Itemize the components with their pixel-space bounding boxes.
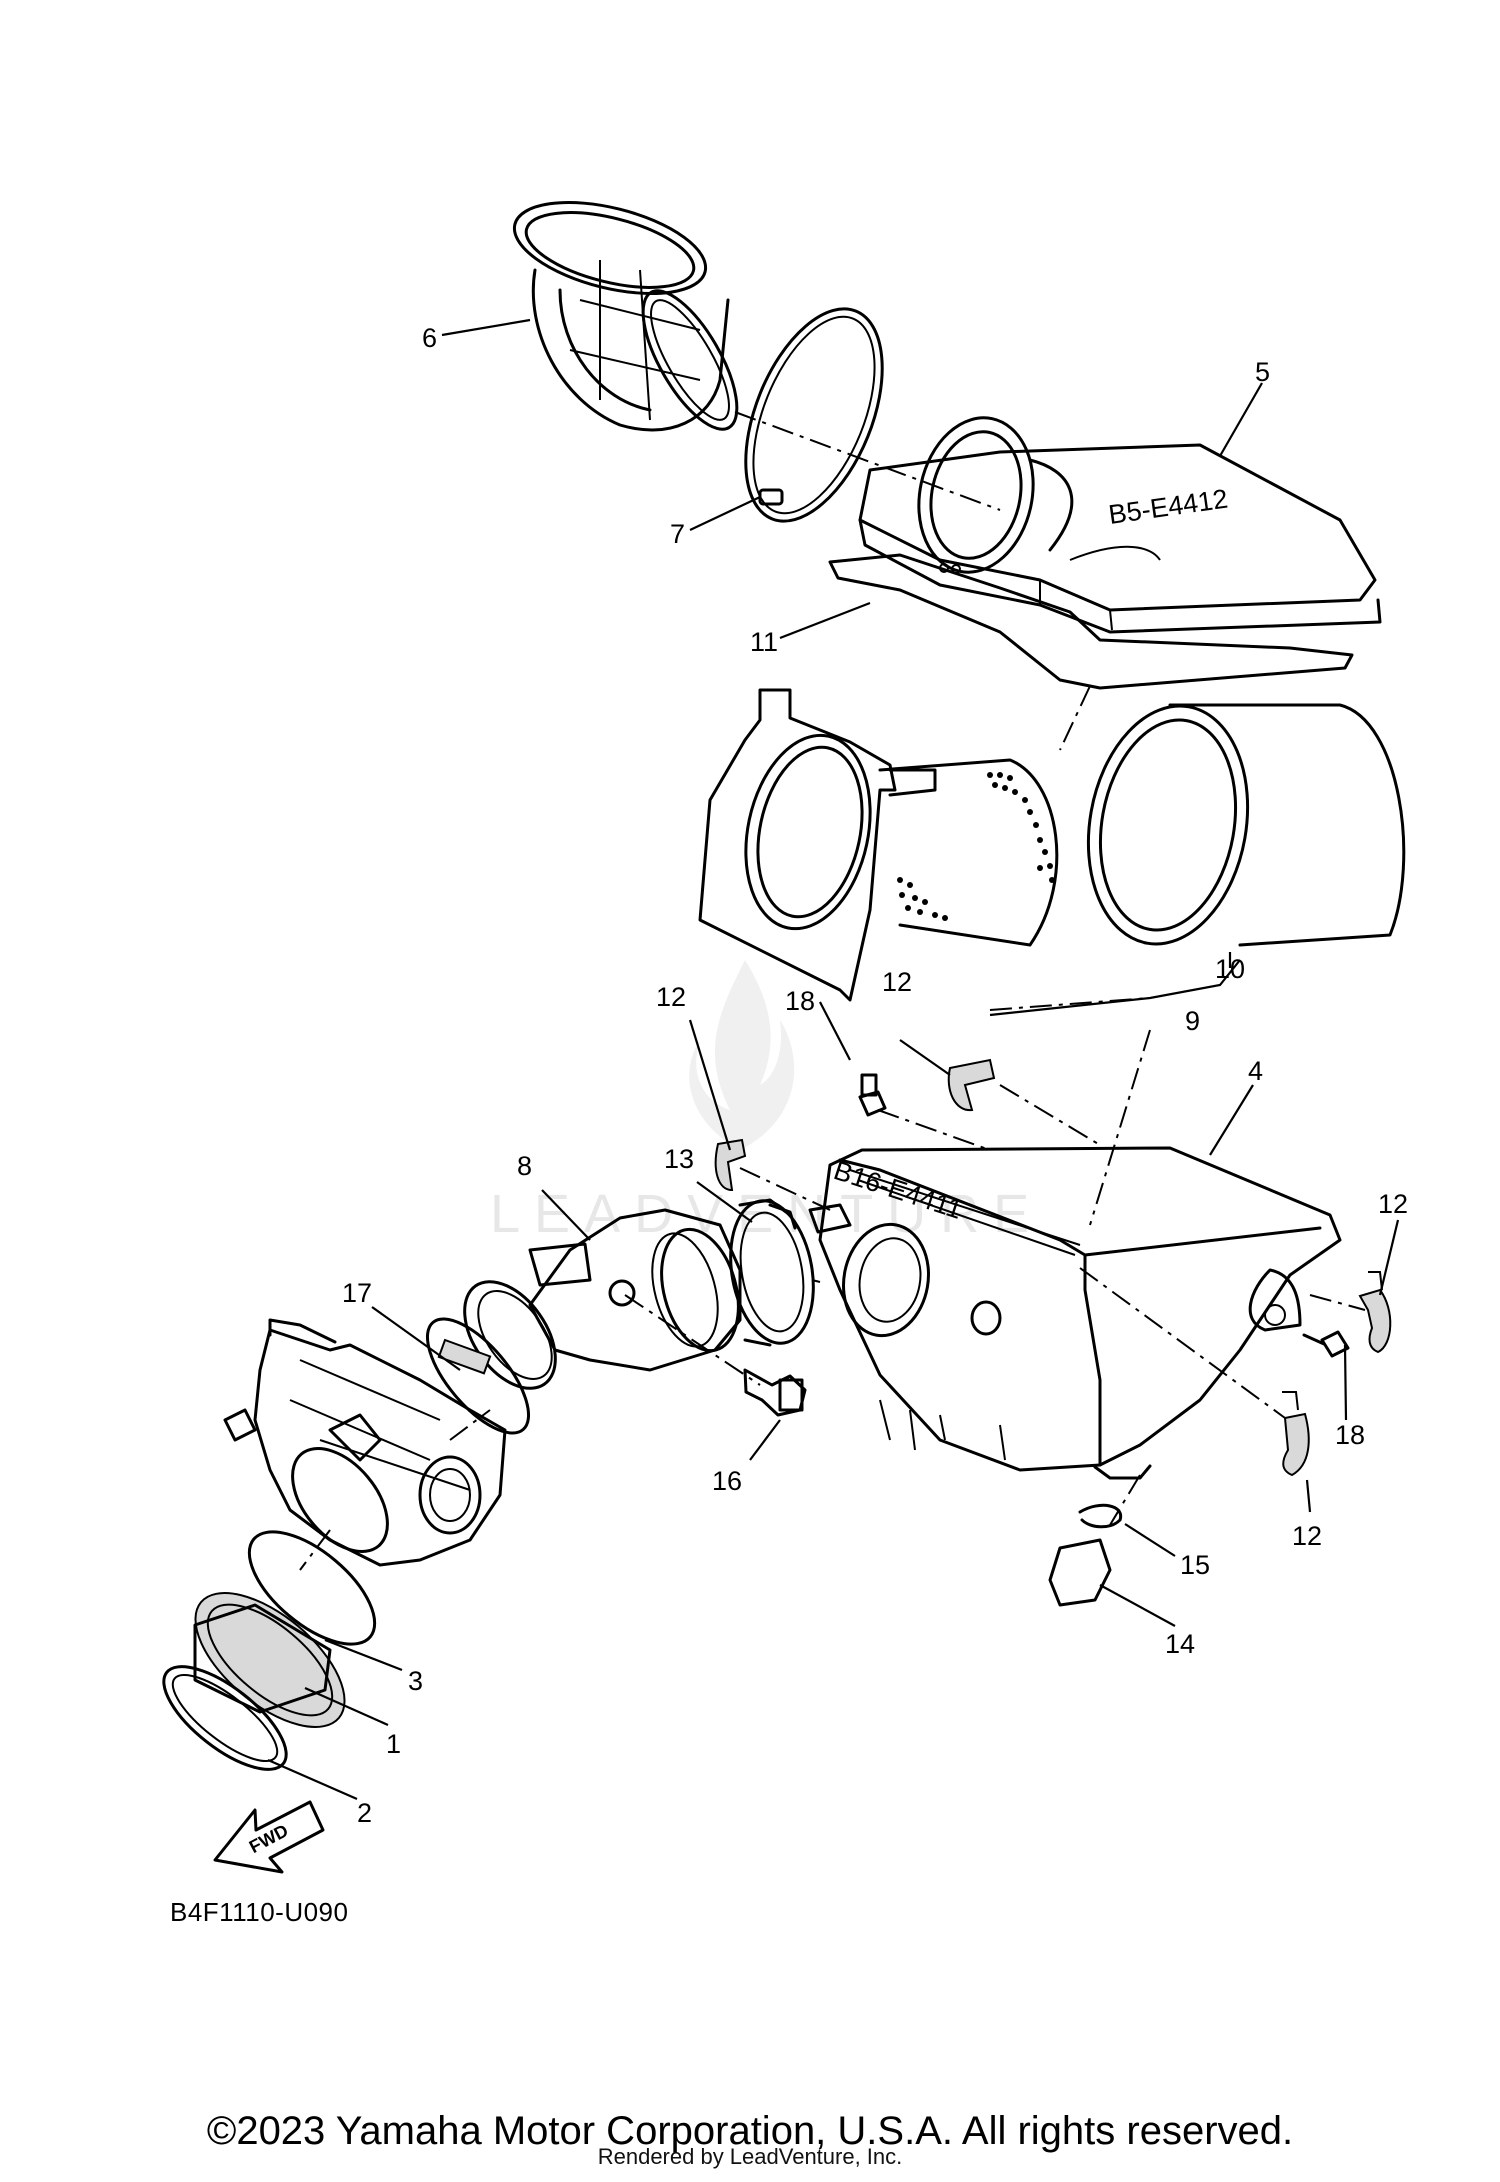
element-perforation-dots	[897, 772, 1055, 921]
callout-18-a: 18	[785, 986, 815, 1016]
callout-8: 8	[517, 1151, 532, 1181]
part-13-joint	[729, 1198, 815, 1347]
callout-11: 11	[750, 627, 778, 657]
part-3-band	[247, 1530, 377, 1646]
part-4-air-filter-case: B16-E4411	[808, 1146, 1342, 1480]
callout-5: 5	[1255, 357, 1270, 387]
callout-3: 3	[408, 1666, 423, 1696]
part-9-element	[698, 688, 1059, 1002]
fwd-arrow-icon: FWD	[213, 1800, 325, 1874]
callout-14: 14	[1165, 1629, 1195, 1659]
callout-9: 9	[1185, 1006, 1200, 1036]
part-12-clip-b	[947, 1058, 996, 1112]
rendered-by-notice: Rendered by LeadVenture, Inc.	[597, 2144, 903, 2169]
callout-1: 1	[386, 1729, 401, 1759]
callout-12-b: 12	[882, 967, 912, 997]
part-17-clamp	[425, 1317, 531, 1435]
callout-7: 7	[670, 519, 685, 549]
callout-18-b: 18	[1335, 1420, 1365, 1450]
leader-lines	[267, 318, 1400, 1801]
lid-part-mark: B5-E4412	[1107, 484, 1230, 530]
callout-10: 10	[1215, 954, 1245, 984]
callout-13: 13	[664, 1144, 694, 1174]
callout-15: 15	[1180, 1550, 1210, 1580]
alignment-lines	[299, 411, 1366, 1571]
part-12-clip-c	[1358, 1271, 1392, 1354]
part-11-seal	[828, 553, 1354, 690]
throttle-body	[223, 1318, 507, 1567]
part-14-check-hose	[1048, 1538, 1112, 1607]
part-6-intake-duct	[512, 201, 739, 432]
diagram-code: B4F1110-U090	[170, 1897, 349, 1927]
part-5-case-cap: B5-E4412	[858, 416, 1382, 634]
part-18-bolt-a	[858, 1073, 887, 1117]
part-10-element-foam	[1086, 703, 1406, 947]
callout-12-d: 12	[1292, 1521, 1322, 1551]
part-7-band	[744, 307, 884, 523]
callout-12-a: 12	[656, 982, 686, 1012]
callout-2: 2	[357, 1798, 372, 1828]
copyright-notice: ©2023 Yamaha Motor Corporation, U.S.A. A…	[206, 2109, 1294, 2153]
callout-6: 6	[422, 323, 437, 353]
part-12-clip-a	[714, 1138, 747, 1192]
part-2-band	[162, 1665, 288, 1771]
part-16-sensor	[743, 1368, 807, 1417]
part-18-bolt-b	[1302, 1330, 1350, 1358]
callout-12-c: 12	[1378, 1189, 1408, 1219]
part-12-clip-d	[1282, 1391, 1310, 1477]
part-15-clip	[1078, 1503, 1123, 1529]
callout-16: 16	[712, 1466, 742, 1496]
callout-labels: 6 5 7 11 10 9 12 12 18 4 12 8 13 17 18 1…	[342, 323, 1408, 1828]
callout-4: 4	[1248, 1056, 1263, 1086]
callout-17: 17	[342, 1278, 372, 1308]
